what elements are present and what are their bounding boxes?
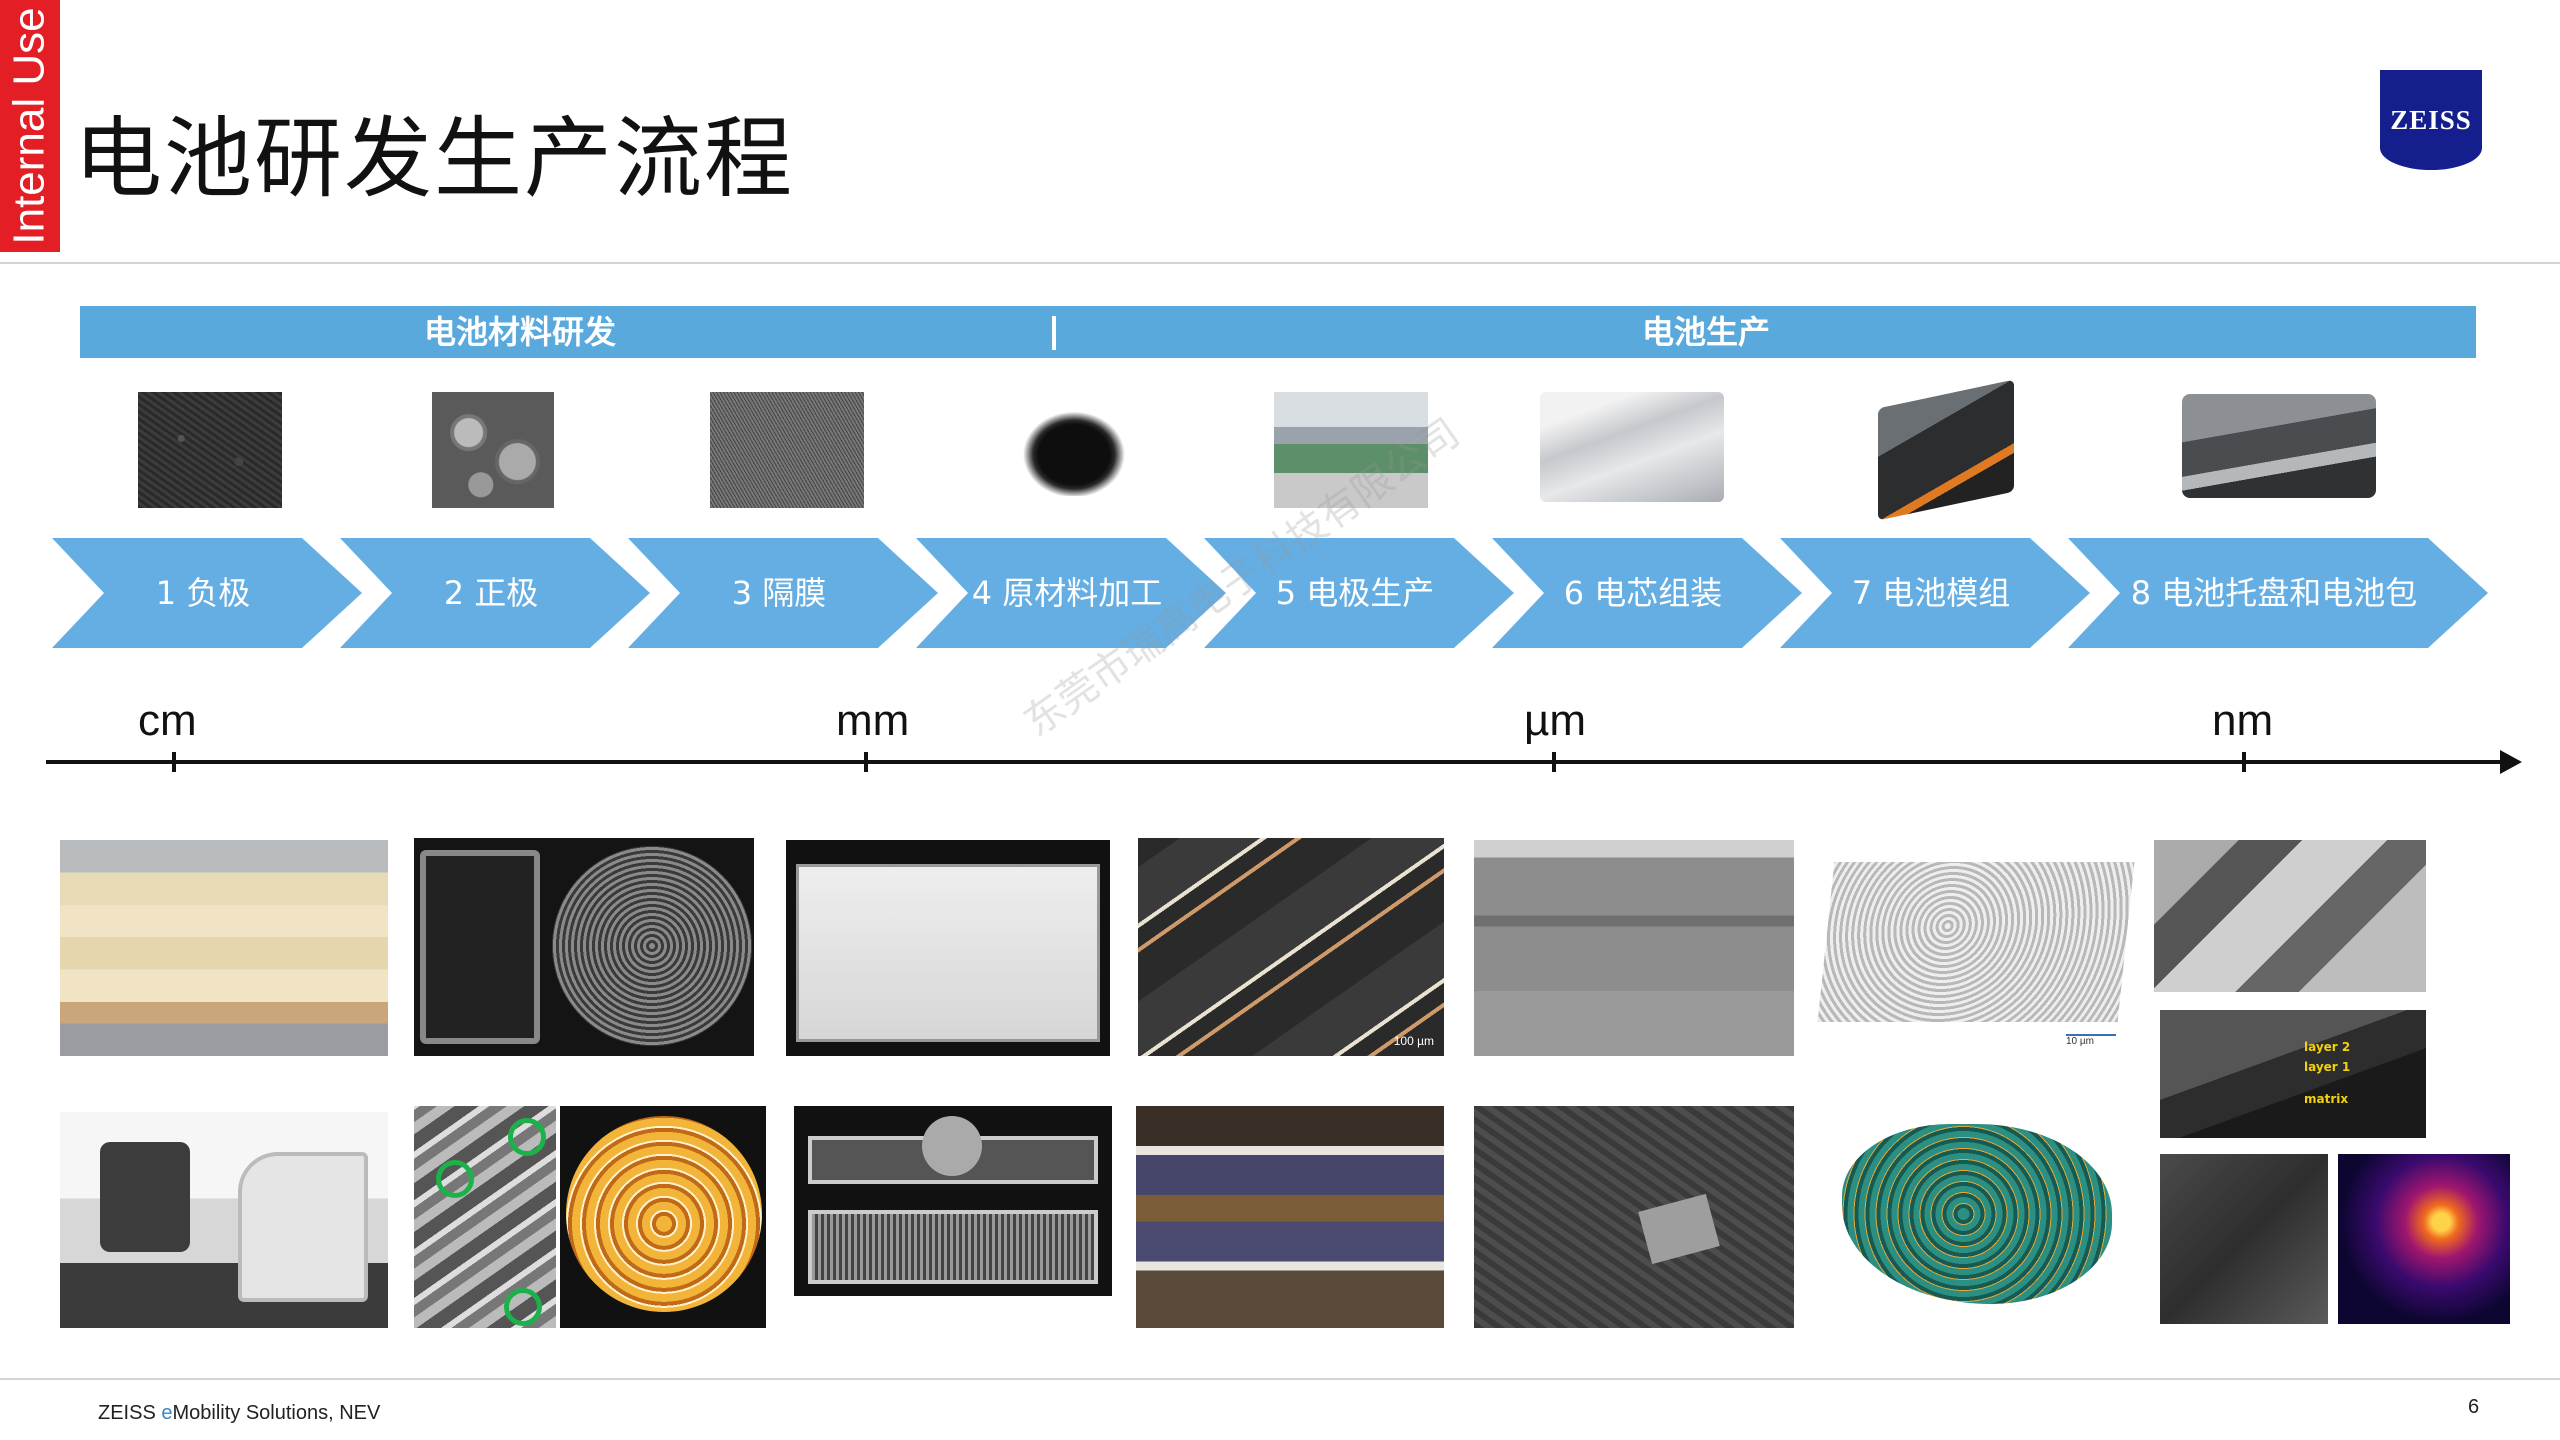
layered-coating-photo: layer 2 layer 1 matrix: [2160, 1010, 2426, 1138]
layer-1-label: layer 1: [2304, 1060, 2351, 1074]
raw-material-powder-thumbnail: [1014, 404, 1134, 496]
defect-marker: [504, 1288, 542, 1326]
defect-marker: [436, 1160, 474, 1198]
pouch-bottom-view: [808, 1210, 1098, 1284]
footer-rest: Mobility Solutions, NEV: [172, 1402, 381, 1424]
anode-sem-thumbnail: [138, 392, 282, 508]
cell-cross-section: [552, 846, 752, 1046]
header-divider: [0, 262, 2560, 264]
process-step-label: 7 电池模组: [1851, 574, 2011, 612]
battery-pack-inspection-photo: [60, 840, 388, 1056]
scale-axis: [46, 760, 2506, 764]
process-step-1: 1 负极: [52, 538, 362, 648]
process-step-7: 7 电池模组: [1780, 538, 2090, 648]
internal-use-tag: Internal Use: [0, 0, 60, 252]
zeiss-logo: ZEISS: [2380, 70, 2482, 170]
process-step-2: 2 正极: [340, 538, 650, 648]
process-step-6: 6 电芯组装: [1492, 538, 1802, 648]
battery-cell-thumbnail: [1540, 392, 1724, 502]
3d-ct-jellyroll-photo: [560, 1106, 766, 1328]
3d-porous-volume-photo: [1817, 862, 2135, 1022]
pouch-cell-body: [796, 864, 1100, 1042]
scale-tick: [864, 752, 868, 772]
process-step-3: 3 隔膜: [628, 538, 938, 648]
process-step-4: 4 原材料加工: [916, 538, 1226, 648]
scale-label-cm: cm: [138, 696, 197, 745]
battery-module-thumbnail: [1878, 379, 2014, 521]
segmented-volume: [1842, 1124, 2112, 1304]
cathode-sem-thumbnail: [432, 392, 554, 508]
3d-segmentation-photo: [1826, 1110, 2130, 1322]
process-step-5: 5 电极生产: [1204, 538, 1514, 648]
scale-label-mm: mm: [836, 696, 910, 745]
scale-tick: [2242, 752, 2246, 772]
graphite-sem-photo: [1474, 1106, 1794, 1328]
tab-feature: [922, 1116, 982, 1176]
zeiss-logo-text: ZEISS: [2390, 104, 2472, 135]
page-title: 电池研发生产流程: [74, 107, 795, 210]
pouch-cell-xray-photo: [786, 840, 1110, 1056]
layer-2-label: layer 2: [2304, 1040, 2351, 1054]
footer-e: e: [161, 1402, 173, 1424]
matrix-label: matrix: [2304, 1092, 2349, 1106]
pouch-cell-ct-photo: [794, 1106, 1112, 1296]
footer-divider: [0, 1378, 2560, 1380]
jellyroll-render: [566, 1116, 762, 1312]
footer-text: ZEISS eMobility Solutions, NEV: [98, 1402, 380, 1425]
page-number: 6: [2468, 1396, 2480, 1418]
flake-feature: [1638, 1193, 1720, 1265]
cell-side-view: [420, 850, 540, 1044]
measurement-machine-photo: [60, 1112, 388, 1328]
electrode-line-thumbnail: [1274, 392, 1428, 508]
scale-axis-arrow: [2500, 750, 2522, 774]
process-step-8: 8 电池托盘和电池包: [2068, 538, 2488, 648]
phase-label-materials: 电池材料研发: [424, 313, 617, 351]
cylindrical-cell-ct-photo: [414, 838, 754, 1056]
defect-marker: [508, 1118, 546, 1156]
scale-tick: [172, 752, 176, 772]
process-step-label: 2 正极: [443, 574, 539, 612]
part-fixture: [238, 1152, 368, 1302]
scale-label-um: µm: [1524, 696, 1587, 745]
process-step-label: 5 电极生产: [1275, 574, 1435, 612]
fib-sem-photo: [2160, 1154, 2328, 1324]
phase-band: 电池材料研发 电池生产: [80, 306, 2476, 358]
process-step-label: 8 电池托盘和电池包: [2130, 574, 2418, 612]
footer-brand: ZEISS: [98, 1402, 162, 1424]
internal-use-label: Internal Use: [5, 7, 55, 245]
process-step-label: 6 电芯组装: [1563, 574, 1723, 612]
electrode-cross-section-photo: 100 µm: [1138, 838, 1444, 1056]
scale-label-nm: nm: [2212, 696, 2274, 745]
process-step-label: 3 隔膜: [731, 574, 827, 612]
process-step-label: 1 负极: [155, 574, 251, 612]
scale-bar: 10 µm: [2066, 1034, 2126, 1050]
battery-pack-thumbnail: [2182, 394, 2376, 498]
phase-label-production: 电池生产: [1642, 313, 1771, 351]
scale-tick: [1552, 752, 1556, 772]
eds-heatmap-photo: [2338, 1154, 2510, 1324]
separator-sem-thumbnail: [710, 392, 864, 508]
scale-bar-label: 10 µm: [2066, 1036, 2094, 1047]
probe-head: [100, 1142, 190, 1252]
optical-cross-section-photo: [1136, 1106, 1444, 1328]
sem-layer-photo: [1474, 840, 1794, 1056]
process-step-label: 4 原材料加工: [971, 574, 1163, 612]
scale-bar-label: 100 µm: [1393, 1034, 1434, 1048]
ct-defect-slice-photo: [414, 1106, 556, 1328]
phase-divider: [1052, 316, 1056, 350]
particle-sem-photo: [2154, 840, 2426, 992]
